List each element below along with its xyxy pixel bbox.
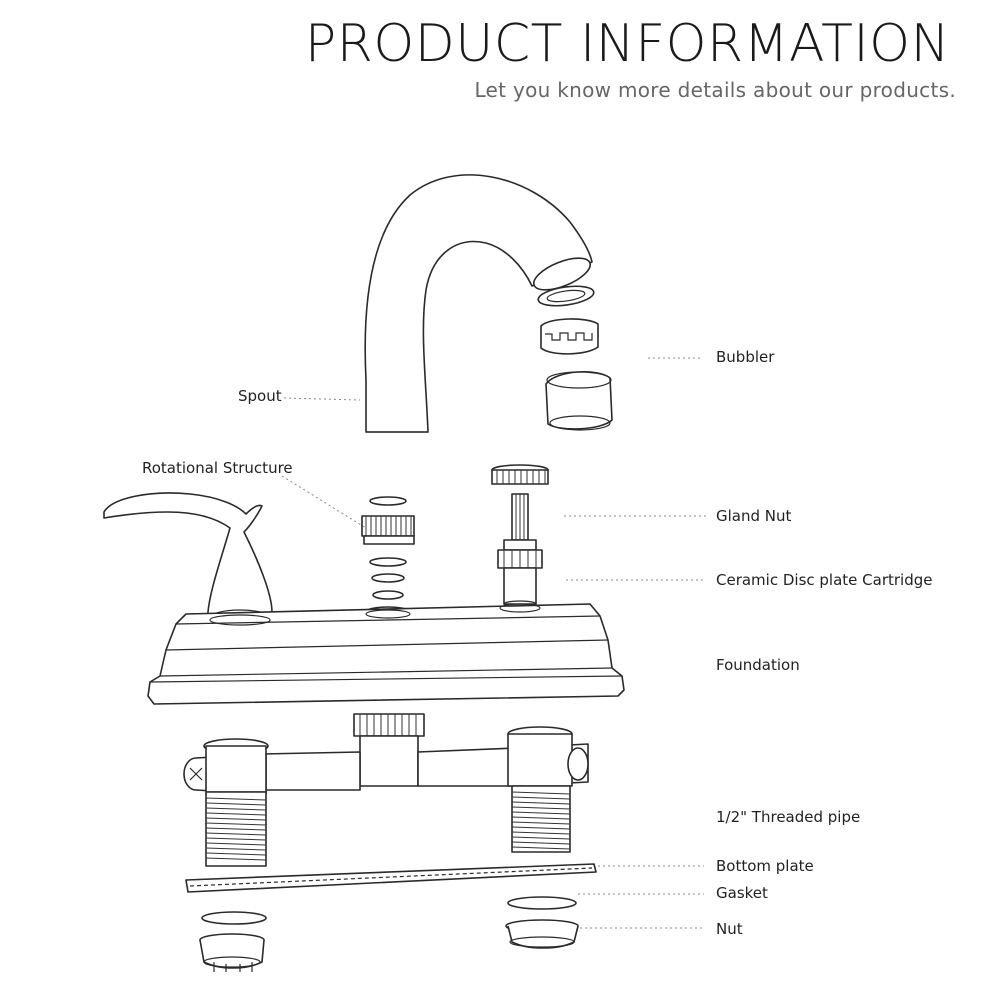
threaded-pipe-part (183, 713, 589, 867)
thread-line (205, 827, 267, 831)
thread-line (205, 802, 267, 806)
thread-line (511, 806, 571, 810)
thread-line (511, 836, 571, 840)
thread-line (205, 852, 267, 856)
rotational-structure-part (361, 496, 415, 618)
thread-line (511, 846, 571, 850)
ceramic-cartridge-part (497, 493, 543, 608)
thread-line (205, 822, 267, 826)
thread-line (205, 817, 267, 821)
label-threaded-pipe: 1/2" Threaded pipe (716, 808, 861, 826)
thread-line (205, 837, 267, 841)
thread-line (205, 832, 267, 836)
thread-line (205, 847, 267, 851)
foundation-part (147, 603, 625, 705)
label-spout: Spout (238, 387, 282, 405)
label-nut: Nut (716, 920, 743, 938)
gasket-part (201, 896, 577, 925)
thread-line (511, 826, 571, 830)
thread-line (205, 857, 267, 861)
bottom-plate-part (185, 863, 597, 893)
thread-line (205, 807, 267, 811)
thread-line (511, 816, 571, 820)
thread-line (511, 791, 571, 795)
label-foundation: Foundation (716, 656, 800, 674)
thread-line (511, 831, 571, 835)
gland-nut-part (491, 464, 549, 485)
label-bottom-plate: Bottom plate (716, 857, 814, 875)
thread-line (205, 797, 267, 801)
label-ceramic-cartridge: Ceramic Disc plate Cartridge (716, 571, 933, 589)
bubbler-part (537, 285, 613, 431)
label-gasket: Gasket (716, 884, 768, 902)
thread-line (205, 842, 267, 846)
thread-line (511, 821, 571, 825)
thread-line (511, 801, 571, 805)
page-subtitle: Let you know more details about our prod… (474, 78, 956, 102)
thread-line (205, 812, 267, 816)
label-bubbler: Bubbler (716, 348, 775, 366)
spout-part (364, 174, 593, 433)
label-rotational-structure: Rotational Structure (142, 459, 293, 477)
page-title: PRODUCT INFORMATION (304, 14, 950, 74)
nut-part (199, 919, 579, 972)
thread-line (511, 796, 571, 800)
label-gland-nut: Gland Nut (716, 507, 792, 525)
thread-line (511, 841, 571, 845)
handle-part (103, 492, 273, 628)
thread-line (511, 811, 571, 815)
leader-lines (281, 357, 706, 929)
